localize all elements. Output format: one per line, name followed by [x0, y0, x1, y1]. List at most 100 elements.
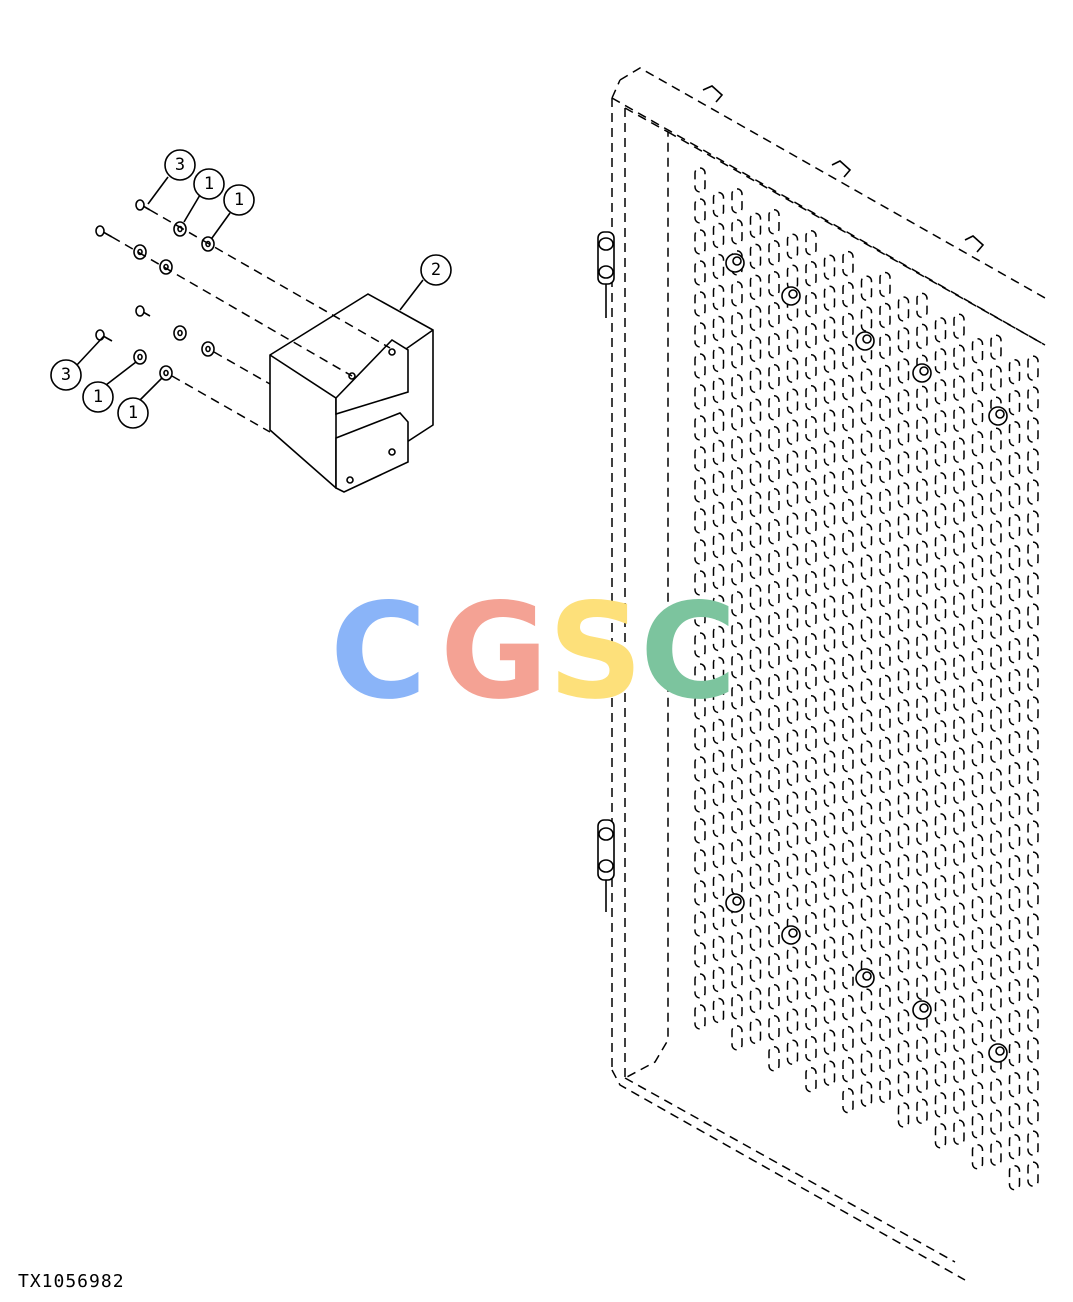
fasteners [95, 199, 391, 433]
grille-slot [916, 447, 928, 474]
grille-slot [953, 344, 965, 371]
grille-slot [879, 922, 891, 949]
grille-slot [749, 274, 762, 301]
grille-slot [694, 384, 706, 410]
grille-slot [879, 798, 891, 825]
grille-slot [953, 406, 965, 433]
grille-slot [694, 942, 706, 968]
grille-slot [860, 988, 873, 1014]
grille-slot [1008, 854, 1021, 881]
grille-slot [805, 849, 817, 876]
grille-slot [805, 570, 817, 597]
grille-slot [749, 1018, 762, 1045]
grille-slot [786, 605, 799, 632]
grille-slot [879, 953, 891, 980]
grille-slot [805, 415, 817, 442]
grille-slot [731, 188, 743, 214]
grille-slot [1027, 541, 1039, 567]
svg-text:1: 1 [204, 174, 214, 194]
grille-slot [971, 865, 984, 891]
grille-slot [990, 1016, 1002, 1042]
grille-slot [860, 461, 873, 487]
grille-slot [805, 973, 817, 1000]
grille-slot [879, 736, 891, 763]
grille-slot [990, 985, 1002, 1011]
grille-slot [916, 726, 928, 753]
grille-slot [768, 426, 780, 452]
grille-slot [731, 467, 743, 493]
grille-slot [749, 770, 762, 797]
watermark-letter-c2: C [640, 575, 737, 729]
grille-slot [934, 348, 947, 374]
grille-slot [712, 408, 725, 435]
grille-slot [934, 472, 947, 498]
grille-slot [805, 911, 817, 938]
grille-slot [1027, 355, 1039, 381]
grille-slot [731, 839, 743, 865]
grille-slot [934, 968, 947, 994]
grille-slot [749, 429, 762, 456]
grille-slot [897, 513, 910, 539]
grille-slot [990, 954, 1002, 980]
grille-slot [731, 746, 743, 772]
grille-slot [731, 994, 743, 1020]
grille-slot [842, 839, 854, 866]
grille-slot [860, 1019, 873, 1045]
grille-slot [694, 818, 706, 844]
grille-slot [823, 285, 836, 311]
grille-slot [805, 1066, 817, 1093]
grille-slot [842, 374, 854, 401]
grille-slot [842, 591, 854, 618]
grille-slot [916, 1036, 928, 1063]
grille-slot [842, 1087, 854, 1114]
grille-slot [1008, 389, 1021, 416]
grille-slot [916, 602, 928, 629]
grille-slot [731, 498, 743, 524]
grille-slot [694, 539, 706, 565]
grille-slot [1027, 758, 1039, 784]
grille-slot [805, 508, 817, 535]
grille-slot [916, 633, 928, 660]
grille-slot [768, 674, 780, 700]
grille-slot [916, 881, 928, 908]
grille-slot [694, 787, 706, 813]
grille-slot [823, 626, 836, 652]
grille-slot [990, 737, 1002, 763]
svg-text:3: 3 [175, 155, 185, 175]
grille-slot [805, 1035, 817, 1062]
grille-slot [934, 937, 947, 963]
grille-slot [823, 750, 836, 776]
grille-slot [823, 564, 836, 590]
grille-slot [860, 647, 873, 673]
grille-slot [897, 699, 910, 725]
grille-slot [768, 209, 780, 235]
grille-slot [990, 334, 1002, 360]
grille-slot [1027, 510, 1039, 536]
grille-slot [1008, 885, 1021, 912]
grille-slot [990, 551, 1002, 577]
grille-slot [1008, 823, 1021, 850]
svg-text:1: 1 [93, 387, 103, 407]
grille-slot [712, 904, 725, 931]
grille-slot [823, 378, 836, 404]
grille-slot [953, 561, 965, 588]
grille-slot [934, 1092, 947, 1118]
grille-slot [712, 935, 725, 962]
grille-slot [860, 554, 873, 580]
grille-slot [731, 405, 743, 431]
grille-slot [786, 357, 799, 384]
grille-slot [1008, 637, 1021, 664]
grille-slot [823, 874, 836, 900]
grille-slot [694, 446, 706, 472]
grille-slot [842, 777, 854, 804]
grille-slot [953, 871, 965, 898]
grille-stud-hole [732, 896, 742, 906]
grille-slot [842, 560, 854, 587]
grille-slot [786, 729, 799, 756]
grille-slot [749, 491, 762, 518]
grille-slot [990, 582, 1002, 608]
grille-slot [786, 946, 799, 973]
grille-slot [786, 419, 799, 446]
grille-slot [879, 550, 891, 577]
svg-text:3: 3 [61, 365, 71, 385]
